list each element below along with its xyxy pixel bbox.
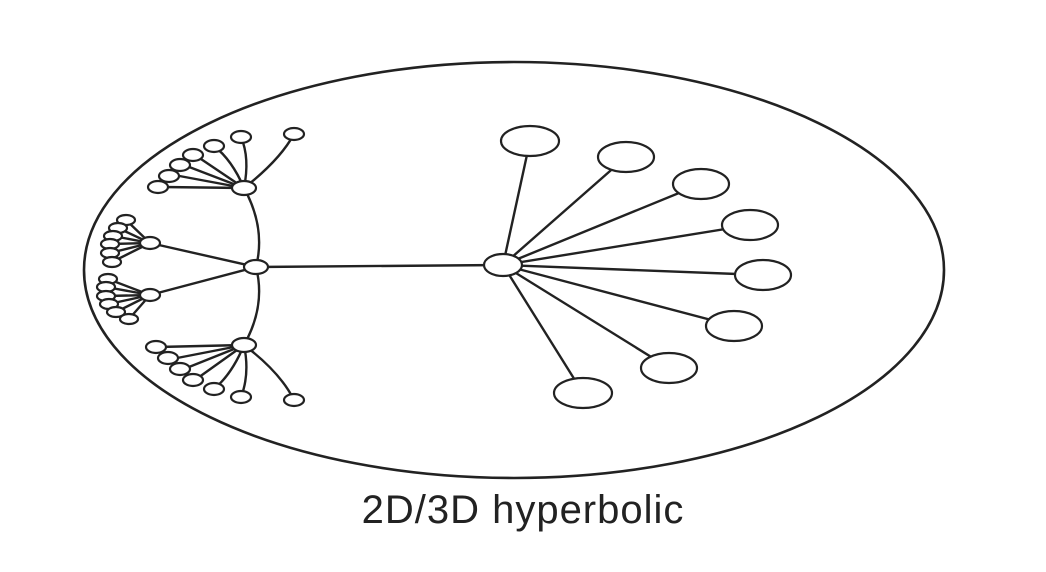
right-leaf-node xyxy=(720,208,780,242)
leaf-node xyxy=(168,157,192,173)
leaf-node xyxy=(202,381,226,397)
right-leaf-node xyxy=(552,376,614,410)
leaf-node xyxy=(229,389,253,405)
leaf-node xyxy=(202,138,226,154)
right-leaf-node xyxy=(639,351,699,385)
edge-top-7 xyxy=(161,185,245,190)
right-leaf-node xyxy=(499,124,561,158)
leaf-node xyxy=(168,361,192,377)
right-leaf-node xyxy=(704,309,764,343)
leaf-node xyxy=(146,179,170,195)
leaf-node xyxy=(157,168,181,184)
diagram-caption: 2D/3D hyperbolic xyxy=(361,488,685,532)
lower-mid-hub-node xyxy=(138,287,162,303)
right-leaf-node xyxy=(671,167,731,201)
edge-bottom-7 xyxy=(157,343,245,349)
upper-mid-hub-node xyxy=(138,235,162,251)
right-leaf-node xyxy=(733,258,793,292)
leaf-node xyxy=(105,305,127,319)
upper-mid-hub-leaf-nodes xyxy=(99,213,137,269)
edge-root-to-left-hub xyxy=(255,263,504,269)
right-leaf-node xyxy=(596,140,656,174)
edge-left-hub-to-upper-mid-hub xyxy=(149,241,257,269)
edge-right-1 xyxy=(501,140,532,266)
leaf-node xyxy=(282,126,306,142)
top-hub-node xyxy=(230,179,258,197)
right-leaf-nodes xyxy=(499,124,793,410)
leaf-node xyxy=(282,392,306,408)
bottom-hub-node xyxy=(230,336,258,354)
edge-right-8 xyxy=(501,264,585,394)
leaf-node xyxy=(229,129,253,145)
edge-right-6 xyxy=(502,263,735,328)
leaf-node xyxy=(181,147,205,163)
leaf-node xyxy=(118,312,140,326)
edge-right-4 xyxy=(502,223,751,267)
edge-right-7 xyxy=(502,263,670,370)
edge-right-3 xyxy=(502,182,702,267)
lower-mid-hub-leaf-nodes xyxy=(95,272,140,326)
hyperbolic-tree-diagram xyxy=(82,60,946,480)
leaf-node xyxy=(156,350,180,366)
left-hub-node xyxy=(242,258,270,276)
bottom-hub-leaf-nodes xyxy=(144,339,306,408)
leaf-node xyxy=(101,255,123,269)
edge-right-5 xyxy=(502,263,764,277)
leaf-node xyxy=(181,372,205,388)
leaf-node xyxy=(144,339,168,355)
edge-left-hub-to-lower-mid-hub xyxy=(149,265,257,297)
top-hub-leaf-nodes xyxy=(146,126,306,195)
root-node xyxy=(482,252,524,278)
edge-right-2 xyxy=(502,156,627,266)
right-fan-edges xyxy=(501,140,764,394)
